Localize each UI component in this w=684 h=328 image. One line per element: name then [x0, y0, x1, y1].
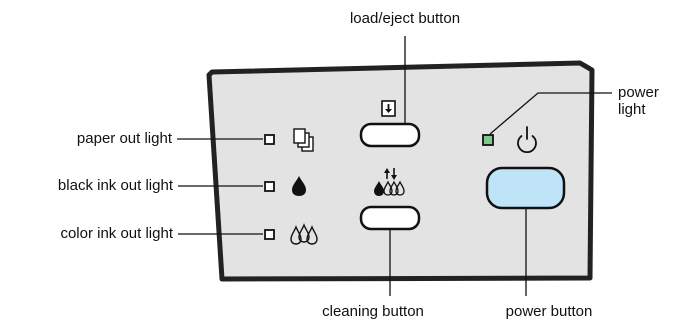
cleaning-label: cleaning button	[322, 303, 424, 320]
power-light-label: power light	[618, 84, 659, 118]
color-ink-drops-icon	[290, 223, 318, 245]
leader-power-light	[489, 92, 612, 135]
black-ink-drop-icon	[292, 176, 306, 196]
color-ink-out-light	[264, 229, 275, 240]
power-light-label-line1: power	[618, 84, 659, 101]
black-ink-out-label: black ink out light	[57, 177, 173, 194]
power-button-label: power button	[505, 303, 593, 320]
load-eject-button[interactable]	[359, 122, 421, 148]
cleaning-icon	[374, 168, 405, 196]
leader-lines	[177, 36, 612, 296]
color-ink-out-label: color ink out light	[60, 225, 173, 242]
power-light	[482, 134, 494, 146]
load-eject-icon	[381, 100, 396, 117]
paper-out-light	[264, 134, 275, 145]
paper-stack-icon	[293, 128, 314, 152]
power-light-label-line2: light	[618, 101, 646, 118]
power-symbol-icon	[517, 126, 537, 154]
paper-out-label: paper out light	[76, 130, 172, 147]
black-ink-out-light	[264, 181, 275, 192]
power-button[interactable]	[485, 166, 566, 210]
load-eject-label: load/eject button	[349, 10, 461, 27]
cleaning-button[interactable]	[359, 205, 421, 231]
